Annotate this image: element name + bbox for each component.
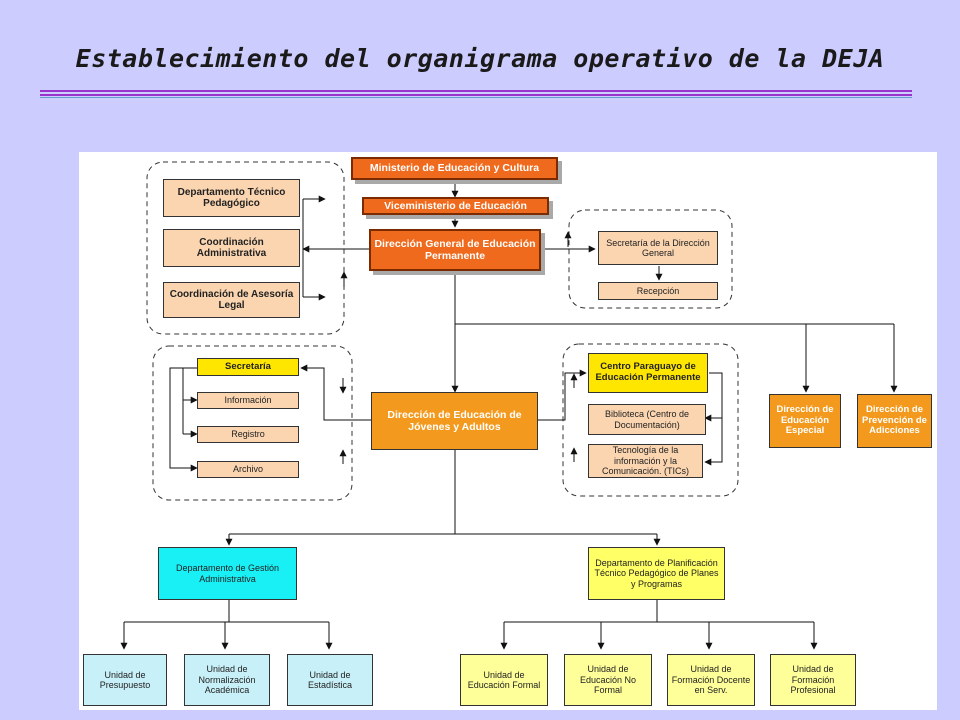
node-dir-especial: Dirección de Educación Especial: [769, 394, 841, 448]
node-unidad-presupuesto: Unidad de Presupuesto: [83, 654, 167, 706]
node-unidad-no-formal: Unidad de Educación No Formal: [564, 654, 652, 706]
node-coord-admin: Coordinación Administrativa: [163, 229, 300, 267]
node-informacion: Información: [197, 392, 299, 409]
node-registro: Registro: [197, 426, 299, 443]
title-rule: [40, 97, 912, 98]
node-depto-planificacion: Departamento de Planificación Técnico Pe…: [588, 547, 725, 600]
node-biblioteca: Biblioteca (Centro de Documentación): [588, 404, 706, 435]
node-coord-asesoria: Coordinación de Asesoría Legal: [163, 282, 300, 318]
node-direccion-general: Dirección General de Educación Permanent…: [369, 229, 541, 271]
node-secretaria: Secretaría: [197, 358, 299, 376]
node-unidad-estadistica: Unidad de Estadística: [287, 654, 373, 706]
title-rule: [40, 90, 912, 92]
node-viceministerio: Viceministerio de Educación: [362, 197, 549, 215]
node-secretaria-dg: Secretaría de la Dirección General: [598, 231, 718, 265]
dashed-group-left-top: [146, 161, 345, 335]
slide-title: Establecimiento del organigrama operativ…: [75, 44, 885, 73]
node-direccion-eja: Dirección de Educación de Jóvenes y Adul…: [371, 392, 538, 450]
node-unidad-normalizacion: Unidad de Normalización Académica: [184, 654, 270, 706]
node-viceministerio-label: Viceministerio de Educación: [384, 199, 527, 212]
node-archivo: Archivo: [197, 461, 299, 478]
node-ministerio: Ministerio de Educación y Cultura: [351, 157, 558, 180]
dashed-group-left-mid: [152, 345, 353, 501]
connector-lines: [120, 161, 898, 650]
node-depto-gestion: Departamento de Gestión Administrativa: [158, 547, 297, 600]
node-centro-paraguayo: Centro Paraguayo de Educación Permanente: [588, 353, 708, 393]
dashed-group-right-top: [568, 209, 733, 309]
node-depto-tecnico: Departamento Técnico Pedagógico: [163, 179, 300, 217]
node-unidad-formal: Unidad de Educación Formal: [460, 654, 548, 706]
node-dir-adicciones: Dirección de Prevención de Adicciones: [857, 394, 932, 448]
node-unidad-profesional: Unidad de Formación Profesional: [770, 654, 856, 706]
node-tics: Tecnología de la información y la Comuni…: [588, 444, 703, 478]
title-rule: [40, 94, 912, 96]
org-chart: Ministerio de Educación y Cultura Vicemi…: [79, 152, 937, 710]
node-unidad-docente: Unidad de Formación Docente en Serv.: [667, 654, 755, 706]
node-recepcion: Recepción: [598, 282, 718, 300]
